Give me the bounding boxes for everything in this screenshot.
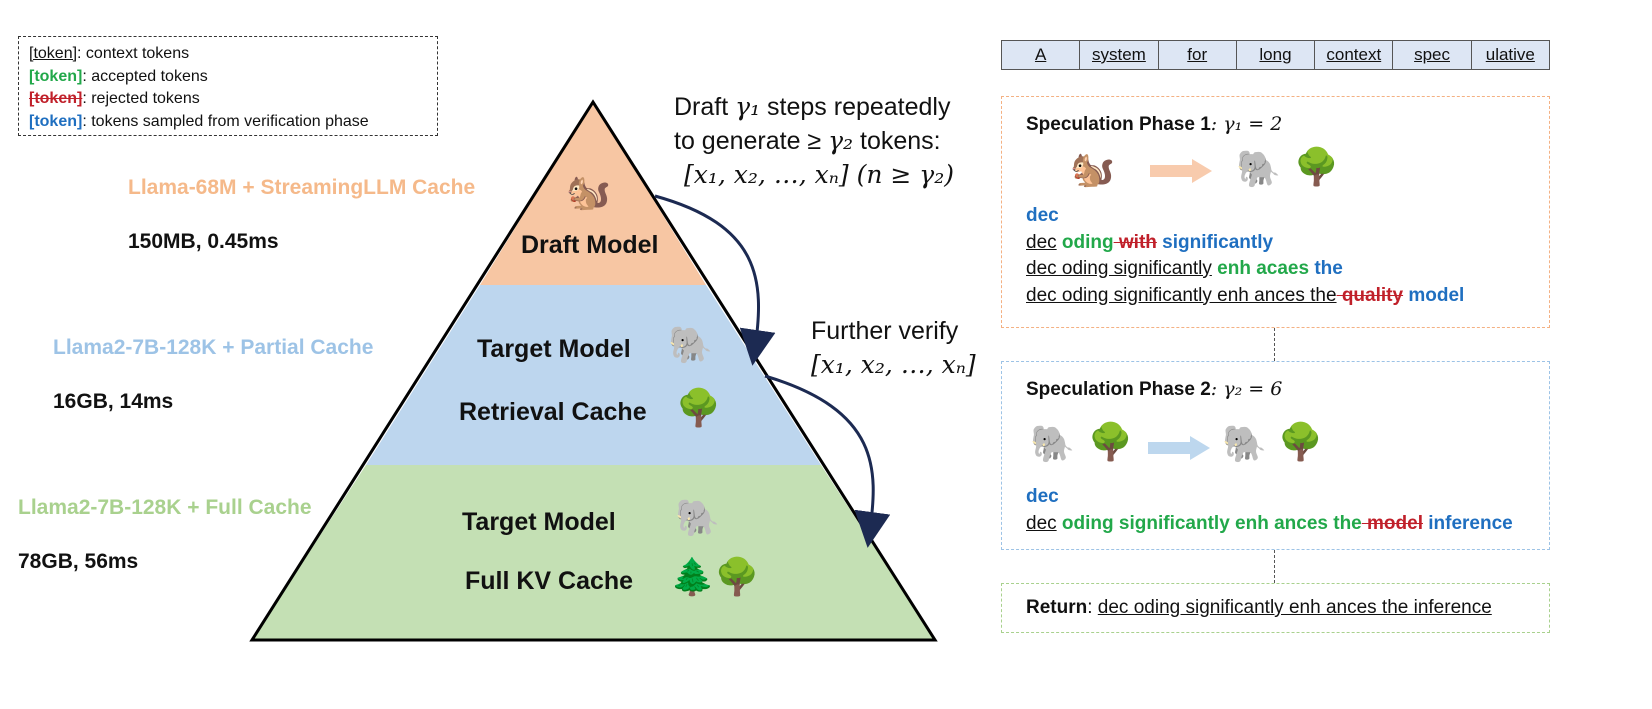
token-sampled: significantly	[1156, 231, 1274, 253]
phase-2-title: Speculation Phase 2: γ₂ = 6	[1026, 378, 1283, 400]
token-sampled: dec	[1026, 205, 1059, 226]
return-line: Return: dec oding significantly enh ance…	[1026, 597, 1492, 618]
phase-line: dec oding significantly enh ances the qu…	[1026, 283, 1464, 310]
legend-item-context: [token]: context tokens	[29, 45, 190, 62]
token-cell: long	[1237, 41, 1316, 69]
token-rejected: with	[1113, 231, 1157, 253]
draft-model-name: Llama-68M + StreamingLLM Cache	[128, 176, 476, 199]
elephant-icon: 🐘	[668, 324, 713, 365]
arrow-icon	[1148, 436, 1210, 460]
target-to-full-arrow	[764, 374, 891, 548]
legend-item-sampled: [token]: tokens sampled from verificatio…	[29, 112, 369, 130]
token-context: dec oding significantly enh ances the	[1026, 284, 1337, 306]
legend-item-accepted: [token]: accepted tokens	[29, 67, 208, 85]
token-cell: A	[1002, 41, 1081, 69]
draft-to-target-arrow	[654, 194, 776, 366]
token-rejected: model	[1361, 513, 1423, 534]
phase-line: dec oding with significantly	[1026, 230, 1464, 257]
phase-1-title: Speculation Phase 1: γ₁ = 2	[1026, 113, 1283, 135]
legend-item-rejected: [token]: rejected tokens	[29, 90, 200, 107]
elephant-icon: 🐘	[1222, 423, 1267, 464]
tree-icon: 🌳	[1294, 146, 1339, 187]
pyramid-outline	[249, 99, 938, 642]
token-cell: spec	[1393, 41, 1472, 69]
pyramid-full-tier	[252, 465, 935, 640]
arrow-icon	[1150, 159, 1212, 183]
forest-icon: 🌲🌳	[670, 556, 760, 597]
phase-line: dec	[1026, 483, 1513, 510]
partial-model-stats: 16GB, 14ms	[53, 390, 174, 413]
draft-model-stats: 150MB, 0.45ms	[128, 230, 279, 253]
panel-connector	[1274, 328, 1275, 361]
token-sampled: inference	[1422, 513, 1513, 534]
phase-line: dec oding significantly enh acaes the	[1026, 256, 1464, 283]
squirrel-icon: 🐿️	[1070, 148, 1115, 189]
token-accepted: enh acaes	[1211, 258, 1310, 279]
token-row: A system for long context spec ulative	[1001, 40, 1550, 70]
token-context: dec	[1026, 513, 1057, 534]
phase-line: dec oding significantly enh ances the mo…	[1026, 510, 1513, 537]
elephant-icon: 🐘	[675, 497, 720, 538]
target-model-label-partial: Target Model	[477, 335, 631, 363]
draft-model-label: Draft Model	[521, 231, 659, 259]
full-model-name: Llama2-7B-128K + Full Cache	[18, 496, 312, 519]
token-context: dec	[1026, 231, 1057, 253]
tree-icon: 🌳	[676, 387, 721, 428]
token-cell: context	[1315, 41, 1394, 69]
token-cell: system	[1080, 41, 1159, 69]
full-kv-cache-label: Full KV Cache	[465, 567, 634, 595]
forest-icon: 🌳	[1278, 421, 1323, 462]
retrieval-cache-label: Retrieval Cache	[459, 398, 647, 426]
full-model-stats: 78GB, 56ms	[18, 550, 139, 573]
token-context: dec oding significantly	[1026, 258, 1212, 279]
elephant-icon: 🐘	[1030, 423, 1075, 464]
token-cell: ulative	[1485, 45, 1535, 64]
verify-note: Further verify [x₁, x₂, …, xₙ]	[811, 317, 976, 379]
return-panel: Return: dec oding significantly enh ance…	[1001, 583, 1550, 633]
token-accepted: oding significantly enh ances the	[1056, 513, 1362, 534]
token-sampled: model	[1403, 284, 1465, 306]
token-sampled: dec	[1026, 486, 1059, 507]
legend: [token]: context tokens [token]: accepte…	[18, 36, 438, 136]
tree-icon: 🌳	[1088, 421, 1133, 462]
pyramid-partial-tier	[366, 285, 821, 465]
token-accepted: oding	[1056, 231, 1114, 253]
partial-model-name: Llama2-7B-128K + Partial Cache	[53, 336, 374, 359]
token-cell: for	[1159, 41, 1237, 69]
pyramid-diagram	[249, 99, 938, 642]
pyramid-draft-tier	[480, 102, 706, 285]
draft-note: Draft γ₁ steps repeatedly to generate ≥ …	[674, 92, 955, 189]
phase-line: dec	[1026, 203, 1464, 230]
token-sampled: the	[1309, 258, 1343, 279]
token-rejected: quality	[1336, 284, 1404, 306]
target-model-label-full: Target Model	[462, 508, 616, 536]
squirrel-icon: 🐿️	[566, 171, 611, 212]
elephant-icon: 🐘	[1236, 148, 1281, 189]
panel-connector	[1274, 550, 1275, 583]
